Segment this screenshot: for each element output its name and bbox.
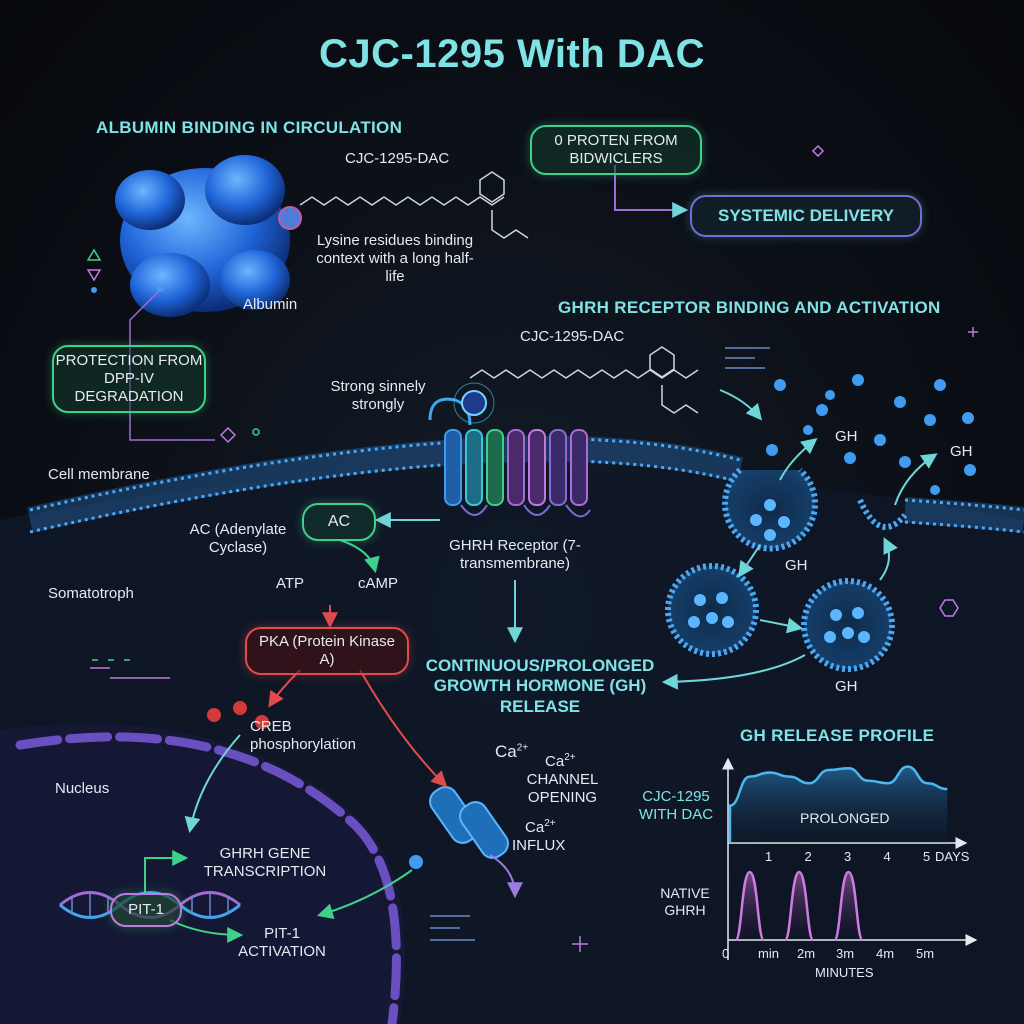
gh-label-2: GH bbox=[950, 443, 973, 460]
x-tick-minutes-5: 4m bbox=[876, 946, 895, 961]
molecule-label-top: CJC-1295-DAC bbox=[345, 150, 450, 167]
x-unit-days: DAYS bbox=[935, 849, 970, 864]
protection-text: PROTECTION FROM DPP-IV DEGRADATION bbox=[55, 352, 203, 405]
systemic-delivery-box: SYSTEMIC DELIVERY bbox=[690, 195, 922, 237]
pulse-area-3 bbox=[834, 872, 863, 940]
x-tick-days-4: 4 bbox=[883, 849, 891, 864]
pulse-line-3 bbox=[833, 870, 864, 942]
pathway-arrows bbox=[129, 165, 938, 943]
molecule-label-receptor: CJC-1295-DAC bbox=[520, 328, 625, 345]
pit1-text: PIT-1 bbox=[128, 901, 164, 918]
pit1-activation-label: PIT-1 ACTIVATION bbox=[238, 925, 326, 960]
pit1-box: PIT-1 bbox=[110, 893, 182, 927]
vesicles bbox=[665, 467, 908, 672]
ca-influx-label: INFLUX bbox=[512, 837, 566, 854]
nucleus-label: Nucleus bbox=[55, 780, 110, 797]
pulse-area-2 bbox=[785, 872, 814, 940]
protein-box: 0 PROTEN FROM BIDWICLERS bbox=[530, 125, 702, 175]
pulse-area-1 bbox=[735, 872, 764, 940]
cell-membrane-label: Cell membrane bbox=[48, 466, 150, 483]
protection-box: PROTECTION FROM DPP-IV DEGRADATION bbox=[52, 345, 206, 413]
x-tick-days-1: 1 bbox=[765, 849, 773, 864]
x-tick-minutes-6: 5m bbox=[916, 946, 935, 961]
pulse-line-1 bbox=[734, 870, 765, 942]
ac-box: AC bbox=[302, 503, 376, 541]
prolonged-line bbox=[728, 765, 948, 843]
camp-label: cAMP bbox=[358, 575, 399, 592]
creb-phospho-groups bbox=[207, 701, 269, 729]
albumin-label: Albumin bbox=[243, 296, 298, 313]
receptor-section-heading: GHRH RECEPTOR BINDING AND ACTIVATION bbox=[558, 298, 941, 317]
pulse-line-2 bbox=[783, 870, 815, 942]
ca-ion-1: Ca2+ bbox=[495, 742, 529, 761]
x-label-minutes: MINUTES bbox=[815, 965, 874, 980]
x-tick-days-2: 2 bbox=[804, 849, 812, 864]
x-tick-minutes-1: 0 bbox=[722, 946, 730, 961]
nucleus-envelope bbox=[0, 724, 405, 1024]
gh-label-4: GH bbox=[835, 678, 858, 695]
molecule-structure-top bbox=[299, 171, 529, 239]
albumin-section-heading: ALBUMIN BINDING IN CIRCULATION bbox=[96, 118, 403, 137]
decorative-glyphs bbox=[86, 144, 978, 952]
x-tick-days-3: 3 bbox=[844, 849, 852, 864]
pka-box: PKA (Protein Kinase A) bbox=[245, 627, 409, 675]
ca-ion-2: Ca2+ bbox=[545, 752, 576, 770]
ghrh-receptor-helices bbox=[428, 382, 591, 518]
pka-text: PKA (Protein Kinase A) bbox=[259, 633, 395, 668]
atp-label: ATP bbox=[276, 575, 305, 592]
creb-label: CREB phosphorylation bbox=[250, 718, 356, 753]
x-tick-minutes-3: 2m bbox=[797, 946, 816, 961]
molecule-structure-receptor bbox=[469, 346, 699, 414]
page-title: CJC-1295 With DAC bbox=[319, 32, 705, 76]
series-label-native: NATIVE GHRH bbox=[660, 885, 710, 918]
lysine-text: Lysine residues binding context with a l… bbox=[316, 232, 474, 285]
gh-label-3: GH bbox=[785, 557, 808, 574]
x-tick-days-5: 5 bbox=[923, 849, 931, 864]
released-gh-particles bbox=[766, 374, 976, 495]
ca-channel-label: CHANNEL OPENING bbox=[526, 771, 599, 806]
series-label-cjc: CJC-1295 WITH DAC bbox=[638, 788, 714, 823]
ca-ion-3: Ca2+ bbox=[525, 818, 556, 836]
x-tick-minutes-2: min bbox=[758, 946, 779, 961]
calcium-channel bbox=[409, 786, 509, 869]
ac-box-text: AC bbox=[327, 513, 351, 531]
receptor-label: GHRH Receptor (7-transmembrane) bbox=[449, 537, 581, 572]
chart-title: GH RELEASE PROFILE bbox=[740, 726, 935, 745]
prolonged-annotation: PROLONGED bbox=[800, 810, 890, 826]
ac-description: AC (Adenylate Cyclase) bbox=[189, 521, 287, 556]
ghrh-gene-label: GHRH GENE TRANSCRIPTION bbox=[203, 845, 327, 880]
gh-label-1: GH bbox=[835, 428, 858, 445]
strong-binding-text: Strong sinnely strongly bbox=[330, 378, 426, 413]
x-tick-minutes-4: 3m bbox=[836, 946, 855, 961]
prolonged-area bbox=[730, 766, 948, 843]
albumin-protein bbox=[115, 155, 302, 317]
protein-text: 0 PROTEN FROM BIDWICLERS bbox=[554, 132, 678, 167]
systemic-text: SYSTEMIC DELIVERY bbox=[717, 205, 894, 225]
somatotroph-label: Somatotroph bbox=[48, 585, 134, 602]
gh-release-text: CONTINUOUS/PROLONGED GROWTH HORMONE (GH)… bbox=[425, 656, 655, 716]
